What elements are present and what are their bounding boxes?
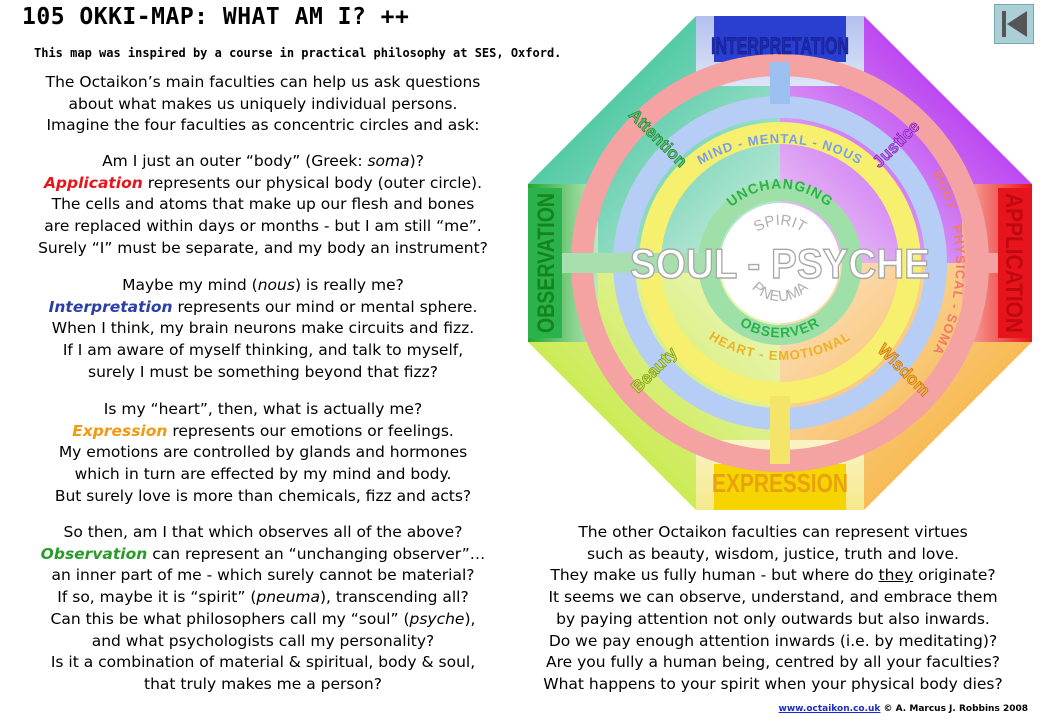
virtues-line: What happens to your spirit when your ph… [543,674,1003,693]
soul-psyche-label: SOUL - PSYCHE [630,240,930,287]
keyword-expression: Expression [72,421,168,440]
heart-keyword-line: Expression represents our emotions or fe… [72,421,454,440]
intro-line: about what makes us uniquely individual … [68,94,458,113]
mind-question: Maybe my mind (nous) is really me? [122,276,404,294]
mind-section: Maybe my mind (nous) is really me? Inter… [16,275,510,384]
virtues-line: such as beauty, wisdom, justice, truth a… [587,544,959,563]
expression-label: EXPRESSION [712,468,848,498]
virtues-line: Are you fully a human being, centred by … [546,653,1000,672]
page-title: 105 OKKI-MAP: WHAT AM I? ++ [22,4,410,30]
intro-text: The Octaikon’s main faculties can help u… [16,72,510,137]
observer-line: If so, maybe it is “spirit” (pneuma), tr… [57,588,469,607]
mind-keyword-line: Interpretation represents our mind or me… [48,297,478,316]
observation-bar [528,188,562,338]
mind-line: If I am aware of myself thinking, and ta… [62,341,464,360]
intro-line: Imagine the four faculties as concentric… [46,116,480,135]
application-label: APPLICATION [1000,193,1027,333]
heart-section: Is my “heart”, then, what is actually me… [16,399,510,508]
body-question: Am I just an outer “body” (Greek: soma)? [102,152,424,170]
observer-line: and what psychologists call my personali… [91,631,435,650]
heart-line: My emotions are controlled by glands and… [58,443,468,462]
virtues-line: They make us fully human - but where do … [550,566,996,585]
body-line: The cells and atoms that make up our fle… [51,195,475,214]
keyword-interpretation: Interpretation [48,297,173,316]
observer-keyword-line: Observation can represent an “unchanging… [40,544,486,563]
body-keyword-line: Application represents our physical body… [43,173,483,192]
observer-line: an inner part of me - which surely canno… [51,566,475,585]
virtues-line: by paying attention not only outwards bu… [556,609,990,628]
observer-line: Is it a combination of material & spirit… [50,653,476,672]
application-bar [998,188,1032,338]
heart-question: Is my “heart”, then, what is actually me… [103,400,423,418]
core-circle [720,203,840,323]
mind-line: When I think, my brain neurons make circ… [51,319,475,338]
virtues-line: Do we pay enough attention inwards (i.e.… [548,631,998,650]
body-line: Surely “I” must be separate, and my body… [38,238,488,257]
virtues-section: The other Octaikon faculties can represe… [514,522,1032,696]
website-link[interactable]: www.octaikon.co.uk [778,704,881,714]
body-line: are replaced within days or months - but… [44,217,482,236]
back-button[interactable] [994,4,1034,44]
observation-label: OBSERVATION [533,193,560,333]
back-to-start-icon [1002,11,1027,37]
virtues-line: The other Octaikon faculties can represe… [578,523,968,541]
intro-line: The Octaikon’s main faculties can help u… [45,73,481,91]
heart-line: which in turn are effected by my mind an… [74,465,452,484]
interpretation-label: INTERPRETATION [711,33,849,60]
mind-line: surely I must be something beyond that f… [88,362,438,381]
observer-section: So then, am I that which observes all of… [16,522,510,696]
keyword-observation: Observation [40,544,148,563]
observer-line: Can this be what philosophers call my “s… [50,609,476,628]
octaikon-diagram: MIND - MENTAL - NOUS BODY - PHYSICAL - S… [528,16,1032,510]
heart-line: But surely love is more than chemicals, … [54,486,472,505]
virtues-line: It seems we can observe, understand, and… [548,588,998,607]
observer-question: So then, am I that which observes all of… [63,523,463,541]
page-subtitle: This map was inspired by a course in pra… [34,46,562,60]
keyword-application: Application [43,173,143,192]
body-section: Am I just an outer “body” (Greek: soma)?… [16,151,510,260]
footer-credit: www.octaikon.co.uk © A. Marcus J. Robbin… [778,704,1028,714]
observer-line: that truly makes me a person? [144,674,382,693]
